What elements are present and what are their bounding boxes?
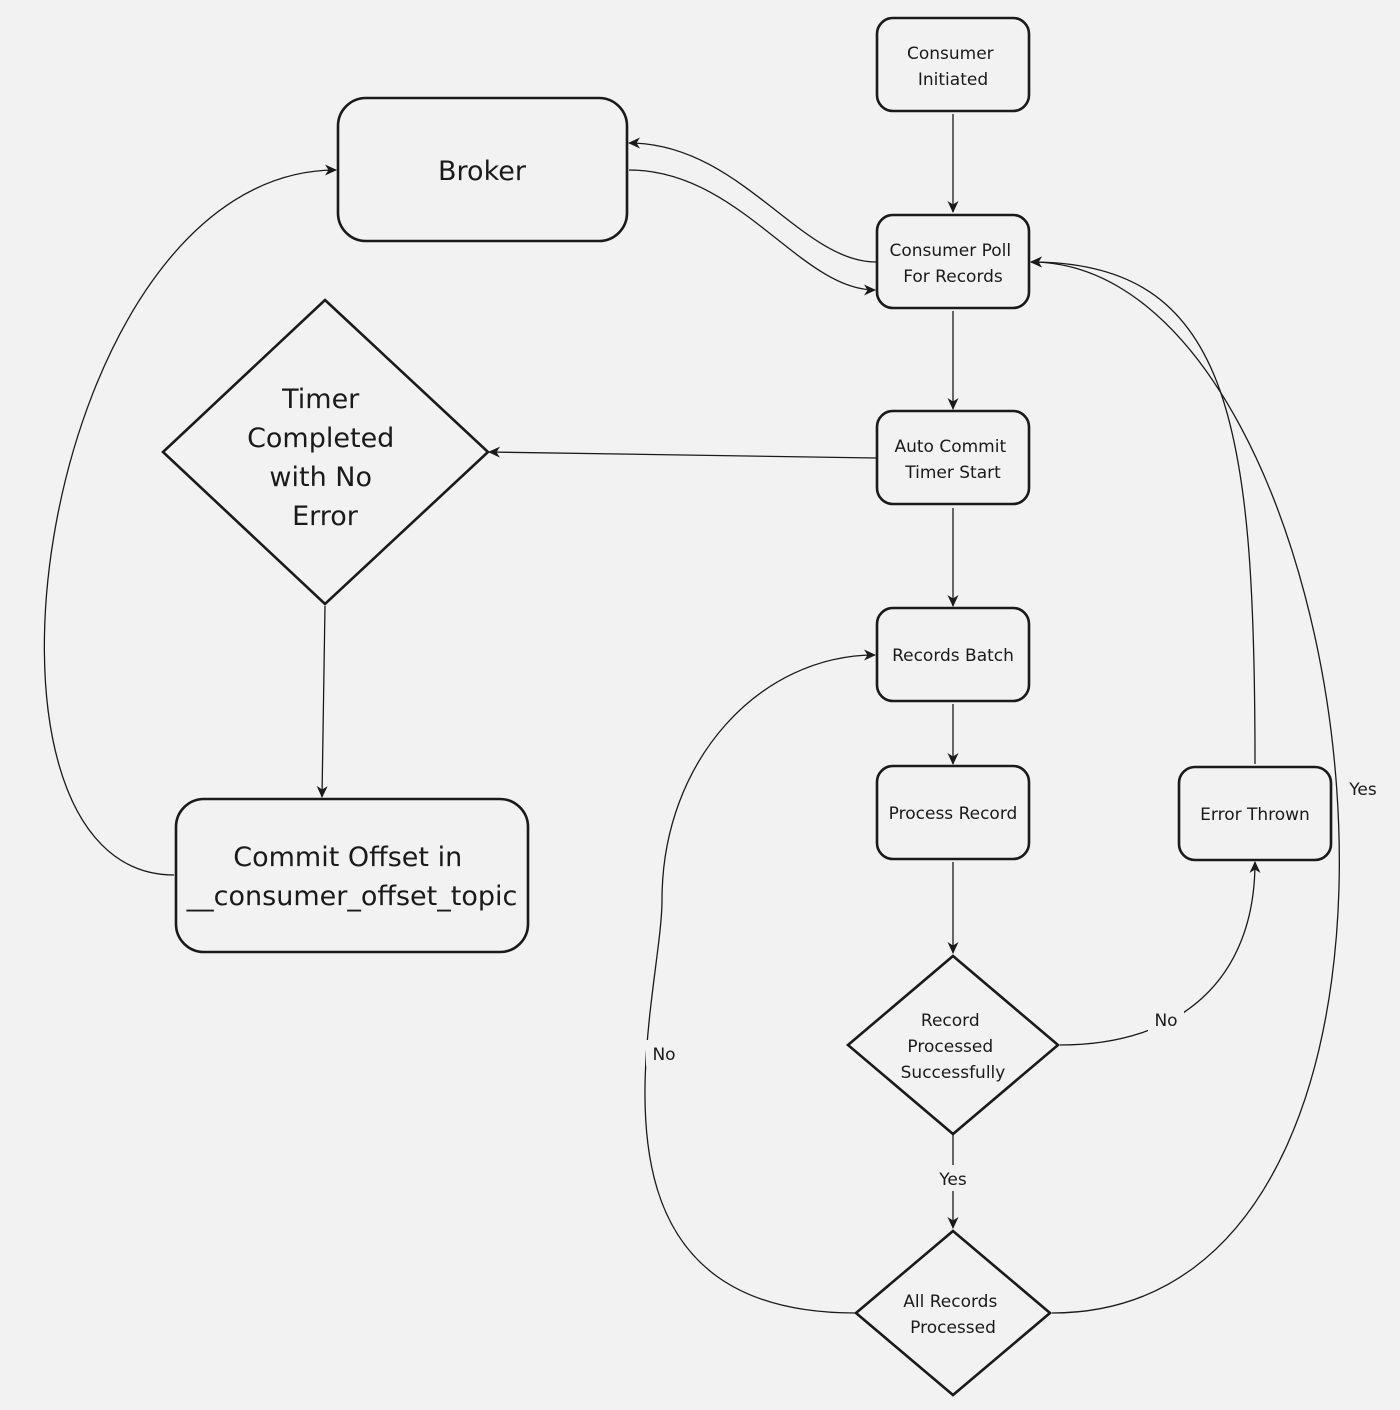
node-label-line: Completed xyxy=(247,423,394,454)
node-label-line: Processed xyxy=(910,1318,996,1338)
node-commit-offset[interactable]: Commit Offset in __consumer_offset_topic xyxy=(174,797,530,954)
node-all-records-decision[interactable]: All Records Processed xyxy=(853,1229,1053,1397)
edge-poll-to-broker xyxy=(628,137,877,263)
edges xyxy=(43,114,1340,1314)
edge-label-all-yes: Yes xyxy=(1348,780,1377,800)
node-label-line: __consumer_offset_topic xyxy=(186,881,518,912)
svg-text:Timer Completed wi: Timer Completed with No Error xyxy=(247,384,403,532)
node-broker[interactable]: Broker xyxy=(336,96,629,243)
node-label-line: Timer Start xyxy=(904,463,1001,483)
edge-all-no-to-batch xyxy=(644,649,876,1314)
svg-text:Consumer Poll For Record: Consumer Poll For Records xyxy=(890,241,1017,287)
node-error-thrown[interactable]: Error Thrown xyxy=(1177,765,1333,862)
node-label-line: Record xyxy=(921,1011,980,1031)
node-label-line: Initiated xyxy=(918,70,988,90)
node-label-line: Commit Offset in xyxy=(233,842,462,873)
svg-text:All Records Processed: All Records Processed xyxy=(903,1292,1002,1338)
node-process-record[interactable]: Process Record xyxy=(875,764,1031,861)
node-label-line: For Records xyxy=(903,267,1003,287)
svg-text:Record Processed S: Record Processed Successfully xyxy=(901,1011,1006,1083)
edge-error-to-poll xyxy=(1030,256,1256,765)
svg-text:Consumer Initiated: Consumer Initiated xyxy=(907,44,999,90)
node-label-line: Broker xyxy=(438,156,527,187)
node-records-batch[interactable]: Records Batch xyxy=(875,606,1031,703)
edge-broker-to-poll xyxy=(628,169,876,296)
svg-text:Commit Offset in __consu: Commit Offset in __consumer_offset_topic xyxy=(186,842,518,912)
edge-timer-to-commit xyxy=(316,605,328,798)
node-label-line: Successfully xyxy=(901,1063,1006,1083)
node-label-line: Process Record xyxy=(889,804,1018,824)
edge-label-all-no: No xyxy=(652,1045,675,1065)
edge-commit-to-broker xyxy=(43,164,337,876)
edge-label-record-no: No xyxy=(1154,1011,1177,1031)
node-label-line: Timer xyxy=(281,384,360,415)
edge-label-record-yes: Yes xyxy=(938,1170,967,1190)
edge-autocommit-to-timer xyxy=(488,446,877,459)
svg-text:Records Batch: Records Batch xyxy=(892,646,1014,666)
node-label-line: Error Thrown xyxy=(1200,805,1310,825)
svg-text:Broker: Broker xyxy=(438,156,527,187)
node-label-line: with No xyxy=(269,462,372,493)
node-label-line: Auto Commit xyxy=(894,437,1006,457)
node-label-line: Consumer Poll xyxy=(890,241,1012,261)
node-label-line: Error xyxy=(292,501,359,532)
node-record-processed-decision[interactable]: Record Processed Successfully xyxy=(845,954,1061,1136)
node-consumer-initiated[interactable]: Consumer Initiated xyxy=(875,16,1031,113)
svg-text:Process Record: Process Record xyxy=(889,804,1018,824)
node-label-line: Records Batch xyxy=(892,646,1014,666)
node-timer-completed-decision[interactable]: Timer Completed with No Error xyxy=(161,298,490,606)
node-label-line: All Records xyxy=(903,1292,997,1312)
svg-text:Auto Commit Timer Start: Auto Commit Timer Start xyxy=(894,437,1011,483)
node-label-line: Consumer xyxy=(907,44,994,64)
node-label-line: Processed xyxy=(907,1037,993,1057)
node-consumer-poll[interactable]: Consumer Poll For Records xyxy=(875,213,1031,310)
svg-text:Error Thrown: Error Thrown xyxy=(1200,805,1310,825)
edge-record-no-to-error xyxy=(1059,861,1261,1046)
node-auto-commit[interactable]: Auto Commit Timer Start xyxy=(875,409,1031,506)
edge-all-yes-to-poll xyxy=(1030,256,1340,1314)
edge-labels: No Yes No Yes xyxy=(646,775,1383,1191)
